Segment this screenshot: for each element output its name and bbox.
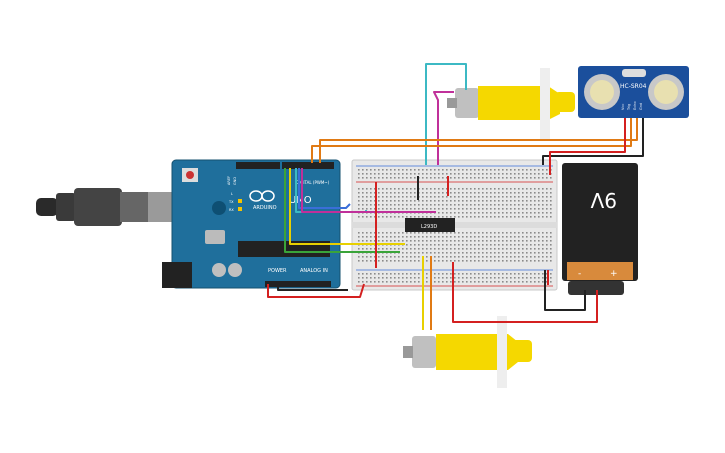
wire-green <box>284 168 400 253</box>
wire-red-5v <box>267 283 365 298</box>
usb-cable <box>36 188 172 226</box>
wires <box>267 63 644 330</box>
sensor-pin-trig: Trig <box>627 104 631 111</box>
arduino-analog-label: ANALOG IN <box>300 268 328 274</box>
arduino-tx-label: TX <box>228 200 234 204</box>
arduino-model-text: UNO <box>289 195 312 206</box>
wire-blue <box>298 168 351 209</box>
wire-red-vcc <box>549 118 626 175</box>
wire-magenta-motor <box>433 91 454 165</box>
arduino-infinity-logo <box>249 190 275 202</box>
l293d-label: L293D <box>421 224 437 230</box>
arduino-power-label: POWER <box>268 268 287 274</box>
battery-label: 9V <box>590 188 617 212</box>
wire-cyan <box>425 63 467 165</box>
arduino-l-label: L <box>231 192 233 196</box>
sensor-pin-vcc: Vcc <box>621 104 625 110</box>
battery-9v: 9V + - <box>562 163 638 295</box>
battery-minus: - <box>578 269 581 279</box>
hc-sr04-sensor: HC-SR04 Vcc Trig Echo Gnd <box>578 66 689 118</box>
arduino-board: ARDUINO UNO DIGITAL (PWM~) POWER ANALOG … <box>162 159 341 289</box>
arduino-gnd-label: GND <box>233 177 237 185</box>
l293d-chip: L293D <box>405 218 455 232</box>
sensor-pin-echo: Echo <box>633 102 637 111</box>
battery-plus: + <box>610 269 618 279</box>
wire-black-gnd <box>542 118 644 165</box>
arduino-logo-text: ARDUINO <box>253 205 277 211</box>
wire-red-bat <box>452 262 598 323</box>
dc-motor-top <box>447 68 575 140</box>
arduino-aref-label: AREF <box>227 176 231 185</box>
sensor-pin-gnd: Gnd <box>639 103 643 110</box>
wire-orange-echo <box>319 118 638 163</box>
wire-magenta-bb <box>301 168 436 213</box>
wire-yellow <box>289 168 405 245</box>
arduino-digital-label: DIGITAL (PWM~) <box>296 180 330 185</box>
wire-black-gnd2 <box>277 284 348 291</box>
arduino-rx-label: RX <box>229 208 234 212</box>
wire-black-bat <box>544 270 586 311</box>
wire-orange-trig <box>311 118 632 163</box>
sensor-label: HC-SR04 <box>620 83 647 90</box>
dc-motor-bottom <box>403 316 532 388</box>
